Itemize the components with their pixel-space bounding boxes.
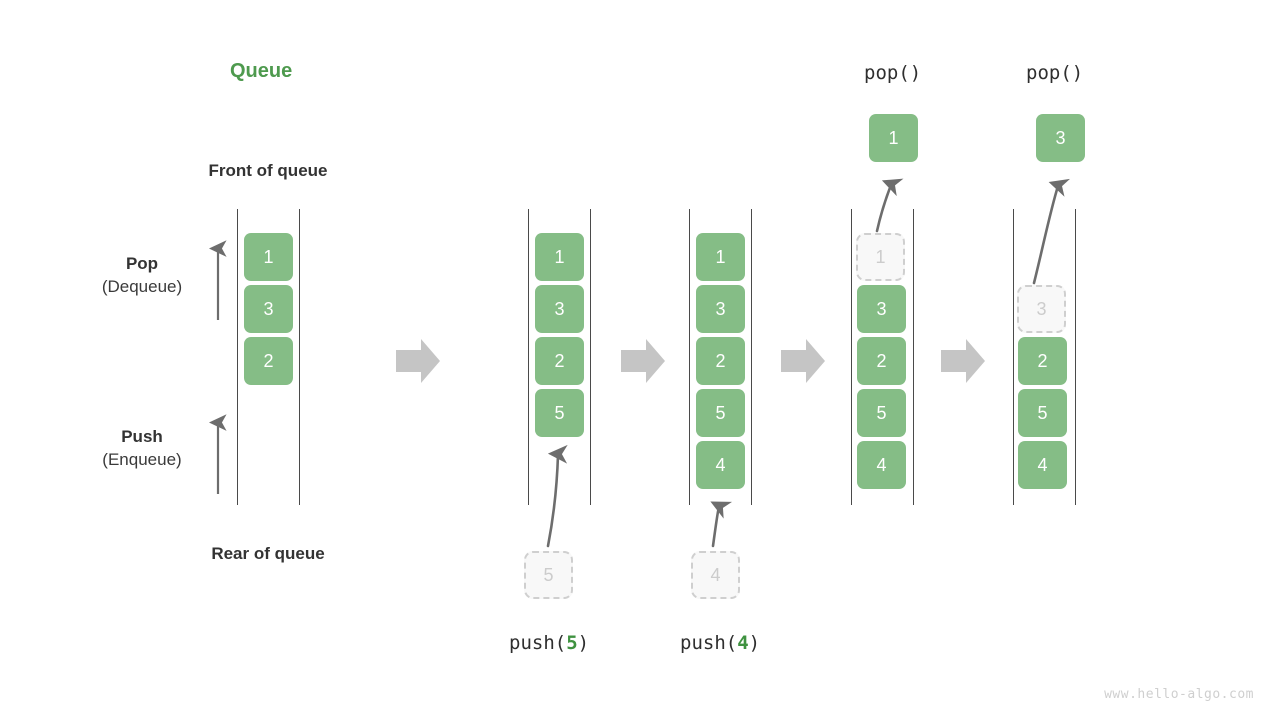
queue-rail-right-panel-3 (751, 209, 752, 505)
queue-rail-right-panel-4 (913, 209, 914, 505)
pop-2-remove-arrow-icon (1032, 178, 1071, 285)
queue-rail-left-panel-2 (528, 209, 529, 505)
queue-rail-left-panel-1 (237, 209, 238, 505)
popped-cell: 3 (1036, 114, 1085, 162)
push-4-suffix: ) (748, 632, 761, 654)
queue-cell: 5 (1018, 389, 1067, 437)
queue-cell: 2 (1018, 337, 1067, 385)
queue-cell: 1 (244, 233, 293, 281)
push-5-suffix: ) (577, 632, 590, 654)
queue-rail-right-panel-5 (1075, 209, 1076, 505)
queue-cell: 3 (244, 285, 293, 333)
push-5-insert-arrow-icon (546, 444, 568, 548)
queue-cell-vacated: 1 (856, 233, 905, 281)
watermark: www.hello-algo.com (1104, 687, 1254, 702)
push-label-line1: Push (121, 427, 163, 446)
incoming-ghost-cell: 5 (524, 551, 573, 599)
push-4-value: 4 (737, 632, 749, 654)
transition-arrow-icon (621, 339, 665, 383)
push-4-prefix: push( (680, 632, 738, 654)
push-4-insert-arrow-icon (710, 501, 733, 548)
queue-cell: 2 (244, 337, 293, 385)
queue-cell: 2 (535, 337, 584, 385)
queue-rail-left-panel-5 (1013, 209, 1014, 505)
pop-dequeue-label: Pop (Dequeue) (67, 253, 217, 299)
push-5-prefix: push( (509, 632, 567, 654)
queue-rail-left-panel-3 (689, 209, 690, 505)
push-label-line2: (Enqueue) (102, 449, 182, 469)
queue-cell: 5 (535, 389, 584, 437)
queue-rail-right-panel-1 (299, 209, 300, 505)
pop-operation-label-1: pop() (864, 62, 922, 84)
queue-cell: 2 (696, 337, 745, 385)
queue-cell: 3 (696, 285, 745, 333)
queue-cell: 5 (696, 389, 745, 437)
queue-cell: 1 (696, 233, 745, 281)
pop-operation-label-2: pop() (1026, 62, 1084, 84)
transition-arrow-icon (781, 339, 825, 383)
push-4-operation-label: push(4) (680, 632, 760, 654)
queue-cell: 4 (857, 441, 906, 489)
push-5-operation-label: push(5) (509, 632, 589, 654)
rear-of-queue-label: Rear of queue (211, 544, 325, 563)
push-5-value: 5 (566, 632, 578, 654)
queue-cell: 4 (696, 441, 745, 489)
incoming-ghost-cell: 4 (691, 551, 740, 599)
pop-1-remove-arrow-icon (875, 178, 904, 233)
queue-rail-right-panel-2 (590, 209, 591, 505)
page-title: Queue (230, 60, 293, 82)
pop-label-line1: Pop (125, 254, 159, 273)
queue-cell: 2 (857, 337, 906, 385)
queue-cell: 3 (535, 285, 584, 333)
queue-cell: 1 (535, 233, 584, 281)
push-enqueue-label: Push (Enqueue) (67, 426, 217, 472)
transition-arrow-icon (396, 339, 440, 383)
queue-cell: 5 (857, 389, 906, 437)
queue-cell-vacated: 3 (1017, 285, 1066, 333)
popped-cell: 1 (869, 114, 918, 162)
queue-rail-left-panel-4 (851, 209, 852, 505)
transition-arrow-icon (941, 339, 985, 383)
pop-label-line2: (Dequeue) (101, 276, 183, 296)
front-of-queue-label: Front of queue (208, 161, 328, 180)
queue-cell: 3 (857, 285, 906, 333)
queue-cell: 4 (1018, 441, 1067, 489)
